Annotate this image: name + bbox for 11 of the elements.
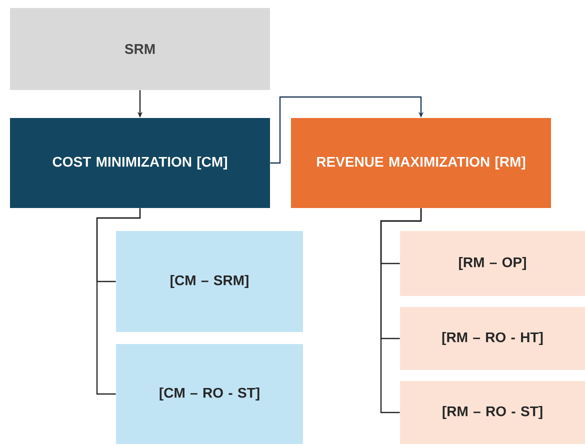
connector-line: [96, 208, 141, 395]
item-box: [RM – RO - ST]: [400, 381, 585, 444]
top-box: SRM: [10, 8, 270, 90]
category-box: COST MINIMIZATION [CM]: [10, 118, 270, 208]
item-box: [RM – RO - HT]: [400, 307, 585, 370]
item-box: [CM – SRM]: [116, 231, 303, 332]
item-box: [CM – RO - ST]: [116, 344, 303, 444]
connector-line: [380, 208, 422, 414]
item-box: [RM – OP]: [400, 231, 585, 296]
category-box: REVENUE MAXIMIZATION [RM]: [291, 118, 551, 208]
arrow: [270, 96, 424, 164]
